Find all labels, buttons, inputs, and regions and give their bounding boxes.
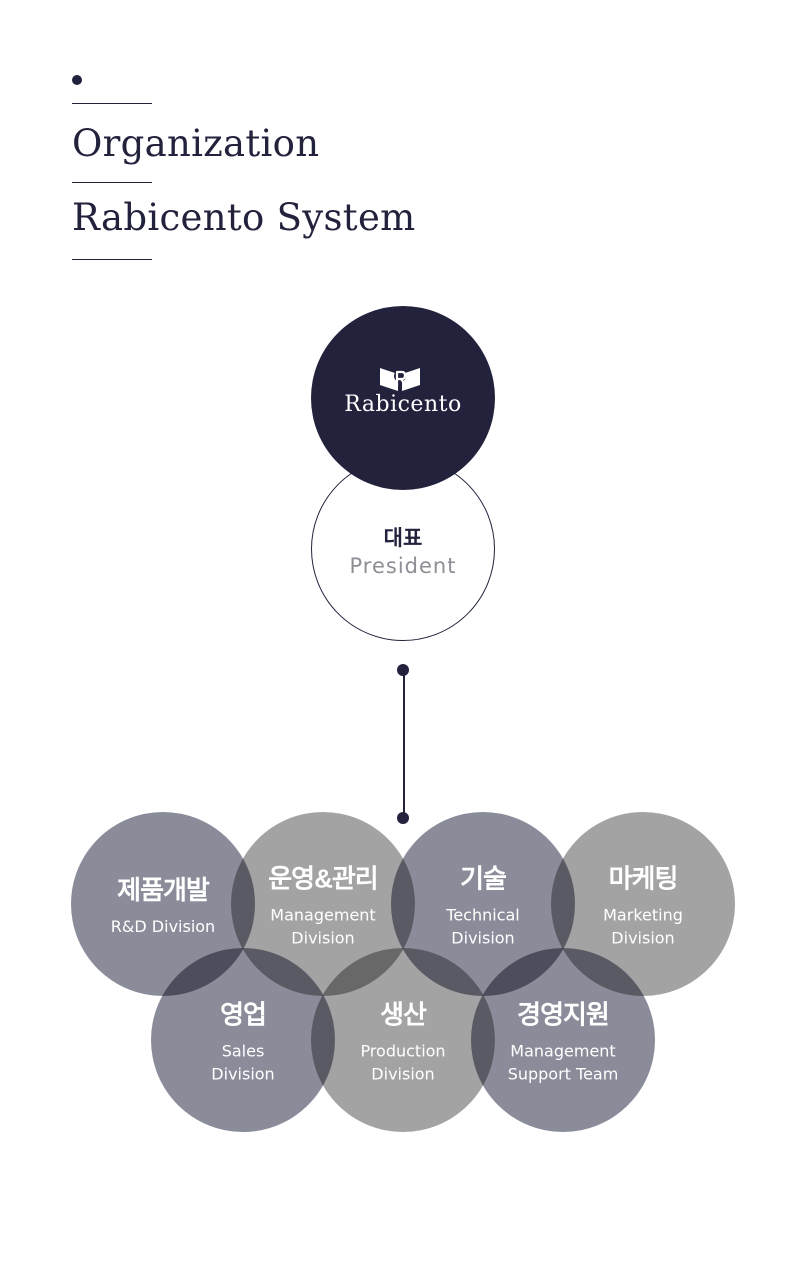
division-name-english: Management Support Team — [507, 1041, 619, 1084]
division-name-korean: 제품개발 — [117, 875, 210, 905]
connector-dot-bottom — [397, 812, 409, 824]
division-name-korean: 생산 — [380, 999, 427, 1030]
division-circle-production — [311, 948, 495, 1132]
heading-rule-top — [72, 103, 152, 104]
division-circle-sales — [151, 948, 335, 1132]
heading-rule-bottom — [72, 259, 152, 260]
division-production: 생산 Production Division — [311, 948, 495, 1132]
division-sales: 영업 Sales Division — [151, 948, 335, 1132]
heading-bullet-dot — [72, 75, 82, 85]
division-support: 경영지원 Management Support Team — [471, 948, 655, 1132]
division-name-korean: 영업 — [220, 999, 267, 1030]
division-management: 운영&관리 Management Division — [231, 812, 415, 996]
division-name-korean: 마케팅 — [608, 863, 679, 894]
division-name-korean: 기술 — [460, 863, 507, 894]
rabicento-book-r-icon — [380, 368, 420, 391]
president-label-english: President — [349, 554, 457, 578]
division-rnd: 제품개발 R&D Division — [71, 812, 255, 996]
connector-line — [403, 670, 405, 818]
division-circle-support — [471, 948, 655, 1132]
division-name-korean: 경영지원 — [517, 999, 610, 1030]
division-name-english: Management Division — [270, 905, 376, 948]
division-technical: 기술 Technical Division — [391, 812, 575, 996]
company-logo-node: Rabicento — [311, 306, 495, 490]
division-name-english: R&D Division — [110, 917, 216, 936]
division-name-english: Marketing Division — [603, 905, 683, 948]
page-title-line-1: Organization — [72, 122, 320, 165]
division-name-english: Production Division — [360, 1041, 446, 1084]
division-marketing: 마케팅 Marketing Division — [551, 812, 735, 996]
division-name-english: Technical Division — [446, 905, 520, 948]
page-title-line-2: Rabicento System — [72, 196, 416, 239]
heading-rule-middle — [72, 182, 152, 183]
president-label-korean: 대표 — [383, 527, 423, 550]
division-name-english: Sales Division — [211, 1041, 275, 1084]
company-logo-text: Rabicento — [344, 392, 462, 417]
division-name-korean: 운영&관리 — [268, 863, 378, 894]
